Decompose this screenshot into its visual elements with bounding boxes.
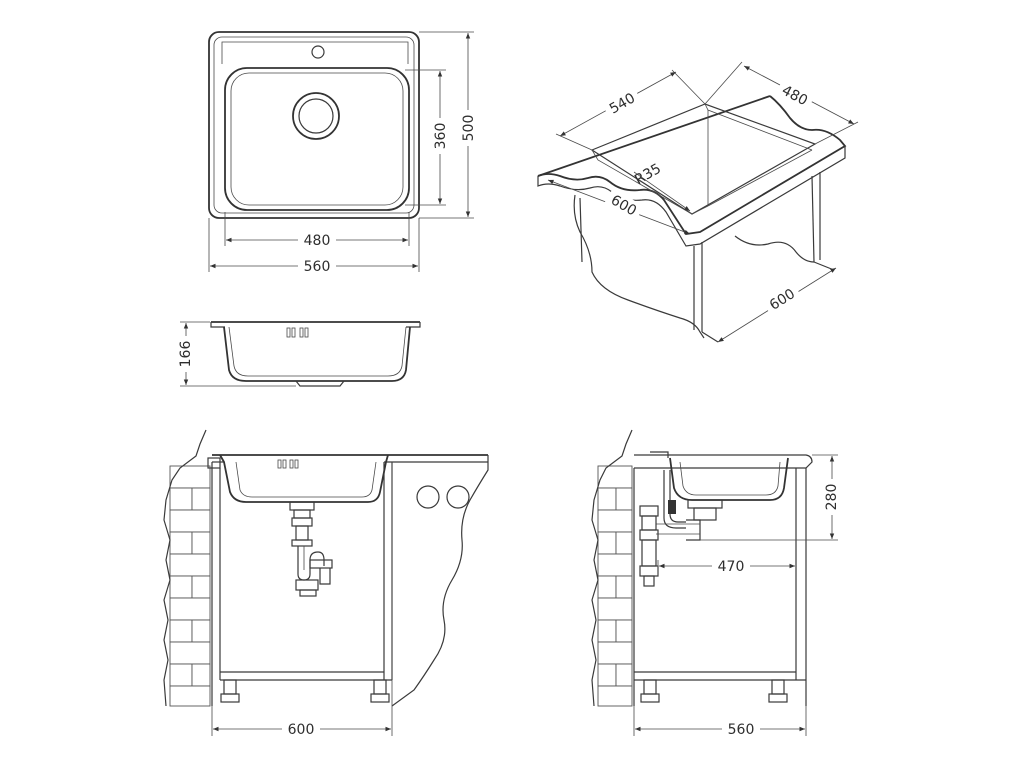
front-overflow-slots (277, 459, 299, 469)
cabinet-left-wave (573, 194, 705, 339)
right-leg (373, 679, 387, 695)
overflow-slots (286, 327, 309, 338)
brick-wall (169, 465, 211, 707)
side-wall-broken-edge (591, 429, 633, 707)
appliance-knob-2 (446, 485, 470, 509)
left-leg (223, 679, 237, 695)
tap-ledge (221, 41, 409, 64)
dim-r35-label: R35 (632, 161, 664, 189)
section-bowl (223, 326, 411, 382)
drain-outer (292, 92, 340, 140)
siphon-trap (289, 501, 333, 597)
cabinet-back-edge (811, 175, 815, 263)
dim-470-label: 470 (718, 559, 745, 575)
sink-outer-rim (208, 31, 420, 219)
side-siphon (639, 470, 723, 587)
dim-360-label: 360 (433, 123, 449, 150)
dim-560-side-label: 560 (728, 722, 755, 738)
dim-560-label: 560 (304, 259, 331, 275)
appliance-knob-1 (416, 485, 440, 509)
front-sink-bowl (219, 454, 389, 503)
cabinet-right-wave (734, 235, 815, 263)
side-install-view: 470 280 560 (591, 429, 840, 738)
tap-hole (311, 45, 325, 59)
counter-right-break (391, 455, 489, 707)
drain-inner (298, 98, 334, 134)
dim-280-label: 280 (824, 484, 840, 511)
dim-166-label: 166 (178, 341, 194, 368)
isometric-view: R35 540 480 600 600 (537, 61, 859, 343)
top-view: 480 560 360 500 (208, 31, 477, 275)
wall-broken-edge (163, 429, 207, 707)
dim-600-front-label: 600 (288, 722, 315, 738)
bowl-outline (224, 67, 410, 211)
side-sink-bowl (669, 457, 789, 501)
front-install-view: 600 (162, 429, 489, 738)
dim-500-label: 500 (461, 115, 477, 142)
side-section-view: 166 (178, 321, 421, 387)
side-countertop (634, 454, 813, 469)
brick-wall-side (597, 465, 633, 707)
dim-480-label: 480 (304, 233, 331, 249)
